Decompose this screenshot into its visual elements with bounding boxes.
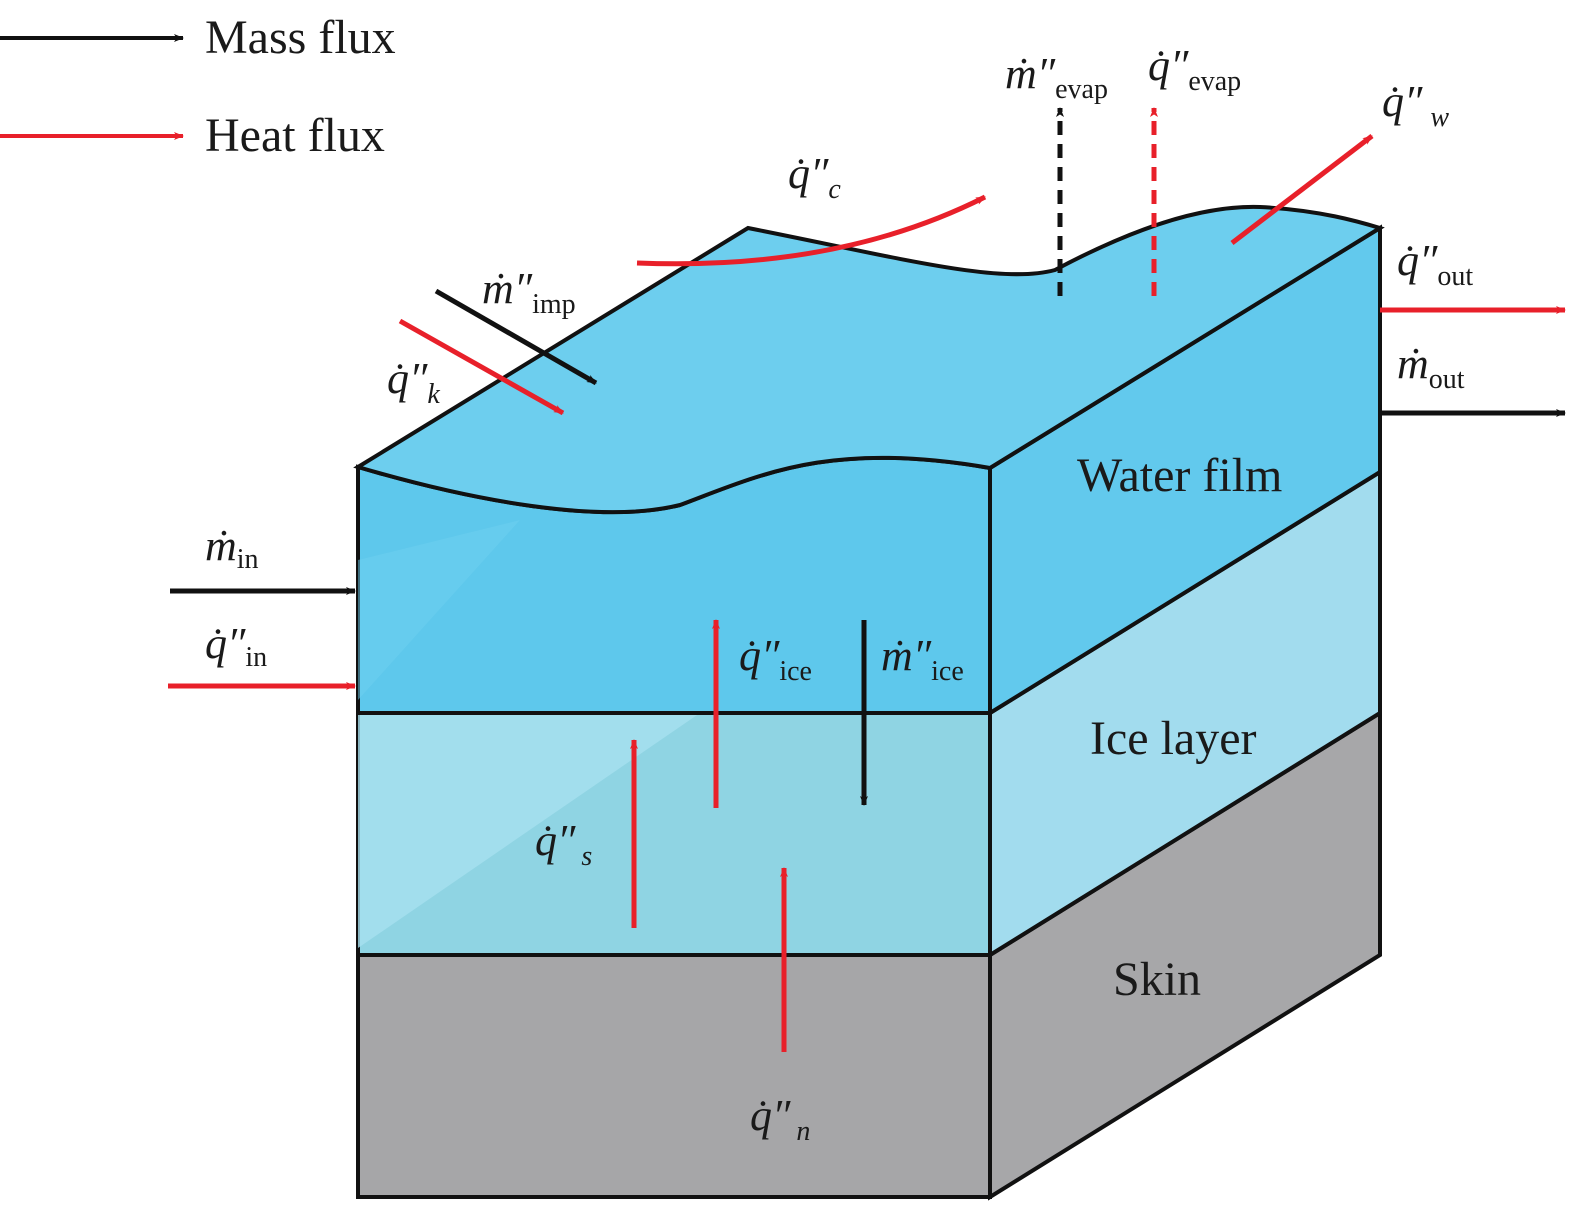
mass-flux-legend-label: Mass flux (205, 11, 396, 64)
q-c-label: q̇″c (788, 149, 841, 205)
skin-label: Skin (1113, 953, 1201, 1006)
water-front-highlight (358, 520, 520, 700)
water-top-face (353, 204, 1385, 515)
skin-layer (356, 709, 1382, 1201)
m-in-label: ṁin (205, 521, 259, 575)
m-ice-label: ṁ″ice (881, 631, 964, 687)
q-w-label: q̇″w (1382, 77, 1449, 133)
m-evap-label: ṁ″evap (1005, 49, 1108, 105)
q-k-label: q̇″k (387, 354, 440, 410)
q-s-label: q̇″s (535, 816, 592, 872)
ice-layer (356, 468, 1382, 959)
heat-flux-legend-label: Heat flux (205, 109, 385, 162)
ice-layer-label: Ice layer (1090, 712, 1257, 765)
m-imp-arrow (434, 288, 598, 386)
water-film-layer (353, 204, 1385, 717)
skin-front-face (356, 953, 992, 1199)
q-in-label: q̇″in (205, 619, 267, 673)
q-k-arrow (398, 318, 565, 416)
ice-front-highlight (358, 713, 700, 948)
legend: Mass flux Heat flux (0, 11, 396, 162)
q-evap-label: q̇″evap (1148, 41, 1241, 97)
q-n-label: q̇″n (750, 1091, 810, 1147)
q-ice-label: q̇″ice (739, 631, 812, 687)
q-c-arrow (636, 194, 987, 267)
q-out-label: q̇″out (1397, 236, 1473, 292)
water-film-label: Water film (1077, 449, 1282, 502)
m-out-label: ṁout (1397, 339, 1465, 395)
q-w-arrow (1230, 134, 1374, 245)
m-imp-label: ṁ″imp (482, 264, 576, 320)
